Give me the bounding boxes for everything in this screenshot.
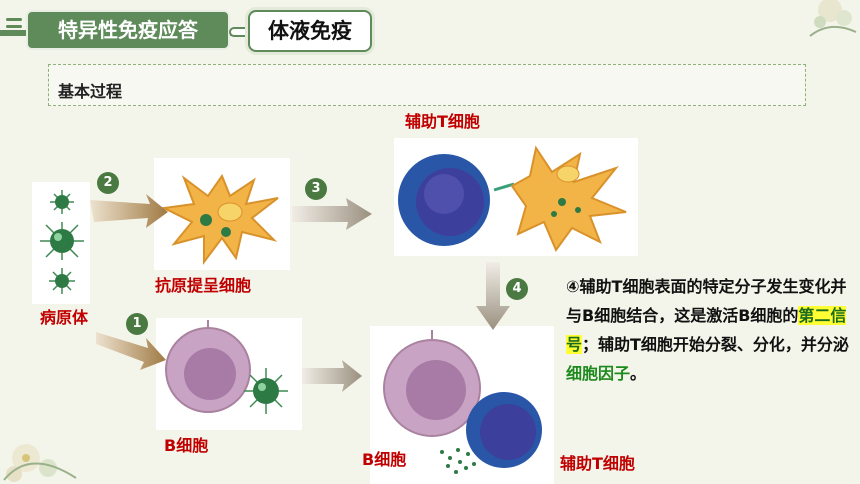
b-cell-icon <box>165 320 288 414</box>
description-part2: ；辅助T细胞开始分裂、分化，并分泌 <box>582 335 849 354</box>
flower-decoration-icon <box>809 0 857 37</box>
description-text: ④辅助T细胞表面的特定分子发生变化并与B细胞结合，这是激活B细胞的第二信号；辅助… <box>566 272 856 388</box>
label-helper-t-top: 辅助T细胞 <box>405 112 480 131</box>
step-2-badge: 2 <box>97 172 119 194</box>
helper-t-cell-icon <box>398 145 627 253</box>
b-t-cells-icon <box>383 330 542 474</box>
section-box <box>48 64 806 106</box>
b-t-binding-panel <box>370 326 554 484</box>
menu-lines-icon <box>6 18 22 39</box>
pathogen-icon <box>40 190 84 294</box>
description-part1: ④辅助T细胞表面的特定分子发生变化并与B细胞结合，这是激活B细胞的 <box>566 277 847 325</box>
label-b-cell-left: B细胞 <box>164 436 209 455</box>
step-1-badge: 1 <box>126 313 148 335</box>
page-title: 特异性免疫应答 <box>26 10 230 50</box>
label-pathogen: 病原体 <box>40 308 89 327</box>
page-subtitle: 体液免疫 <box>248 10 372 52</box>
label-apc: 抗原提呈细胞 <box>155 276 252 295</box>
label-b-cell-right: B细胞 <box>362 450 407 469</box>
apc-cell-icon <box>160 173 279 265</box>
apc-panel <box>154 158 290 270</box>
helper-t-apc-panel <box>394 138 638 256</box>
step-3-badge: 3 <box>305 178 327 200</box>
section-label: 基本过程 <box>58 82 123 101</box>
pathogen-panel <box>32 182 90 304</box>
highlight-cytokine: 细胞因子 <box>566 364 631 383</box>
label-helper-t-bottom: 辅助T细胞 <box>560 454 635 473</box>
flower-decoration-icon <box>3 444 77 482</box>
b-cell-left-panel <box>156 318 302 430</box>
step-4-badge: 4 <box>506 278 528 300</box>
description-end: 。 <box>630 364 647 383</box>
